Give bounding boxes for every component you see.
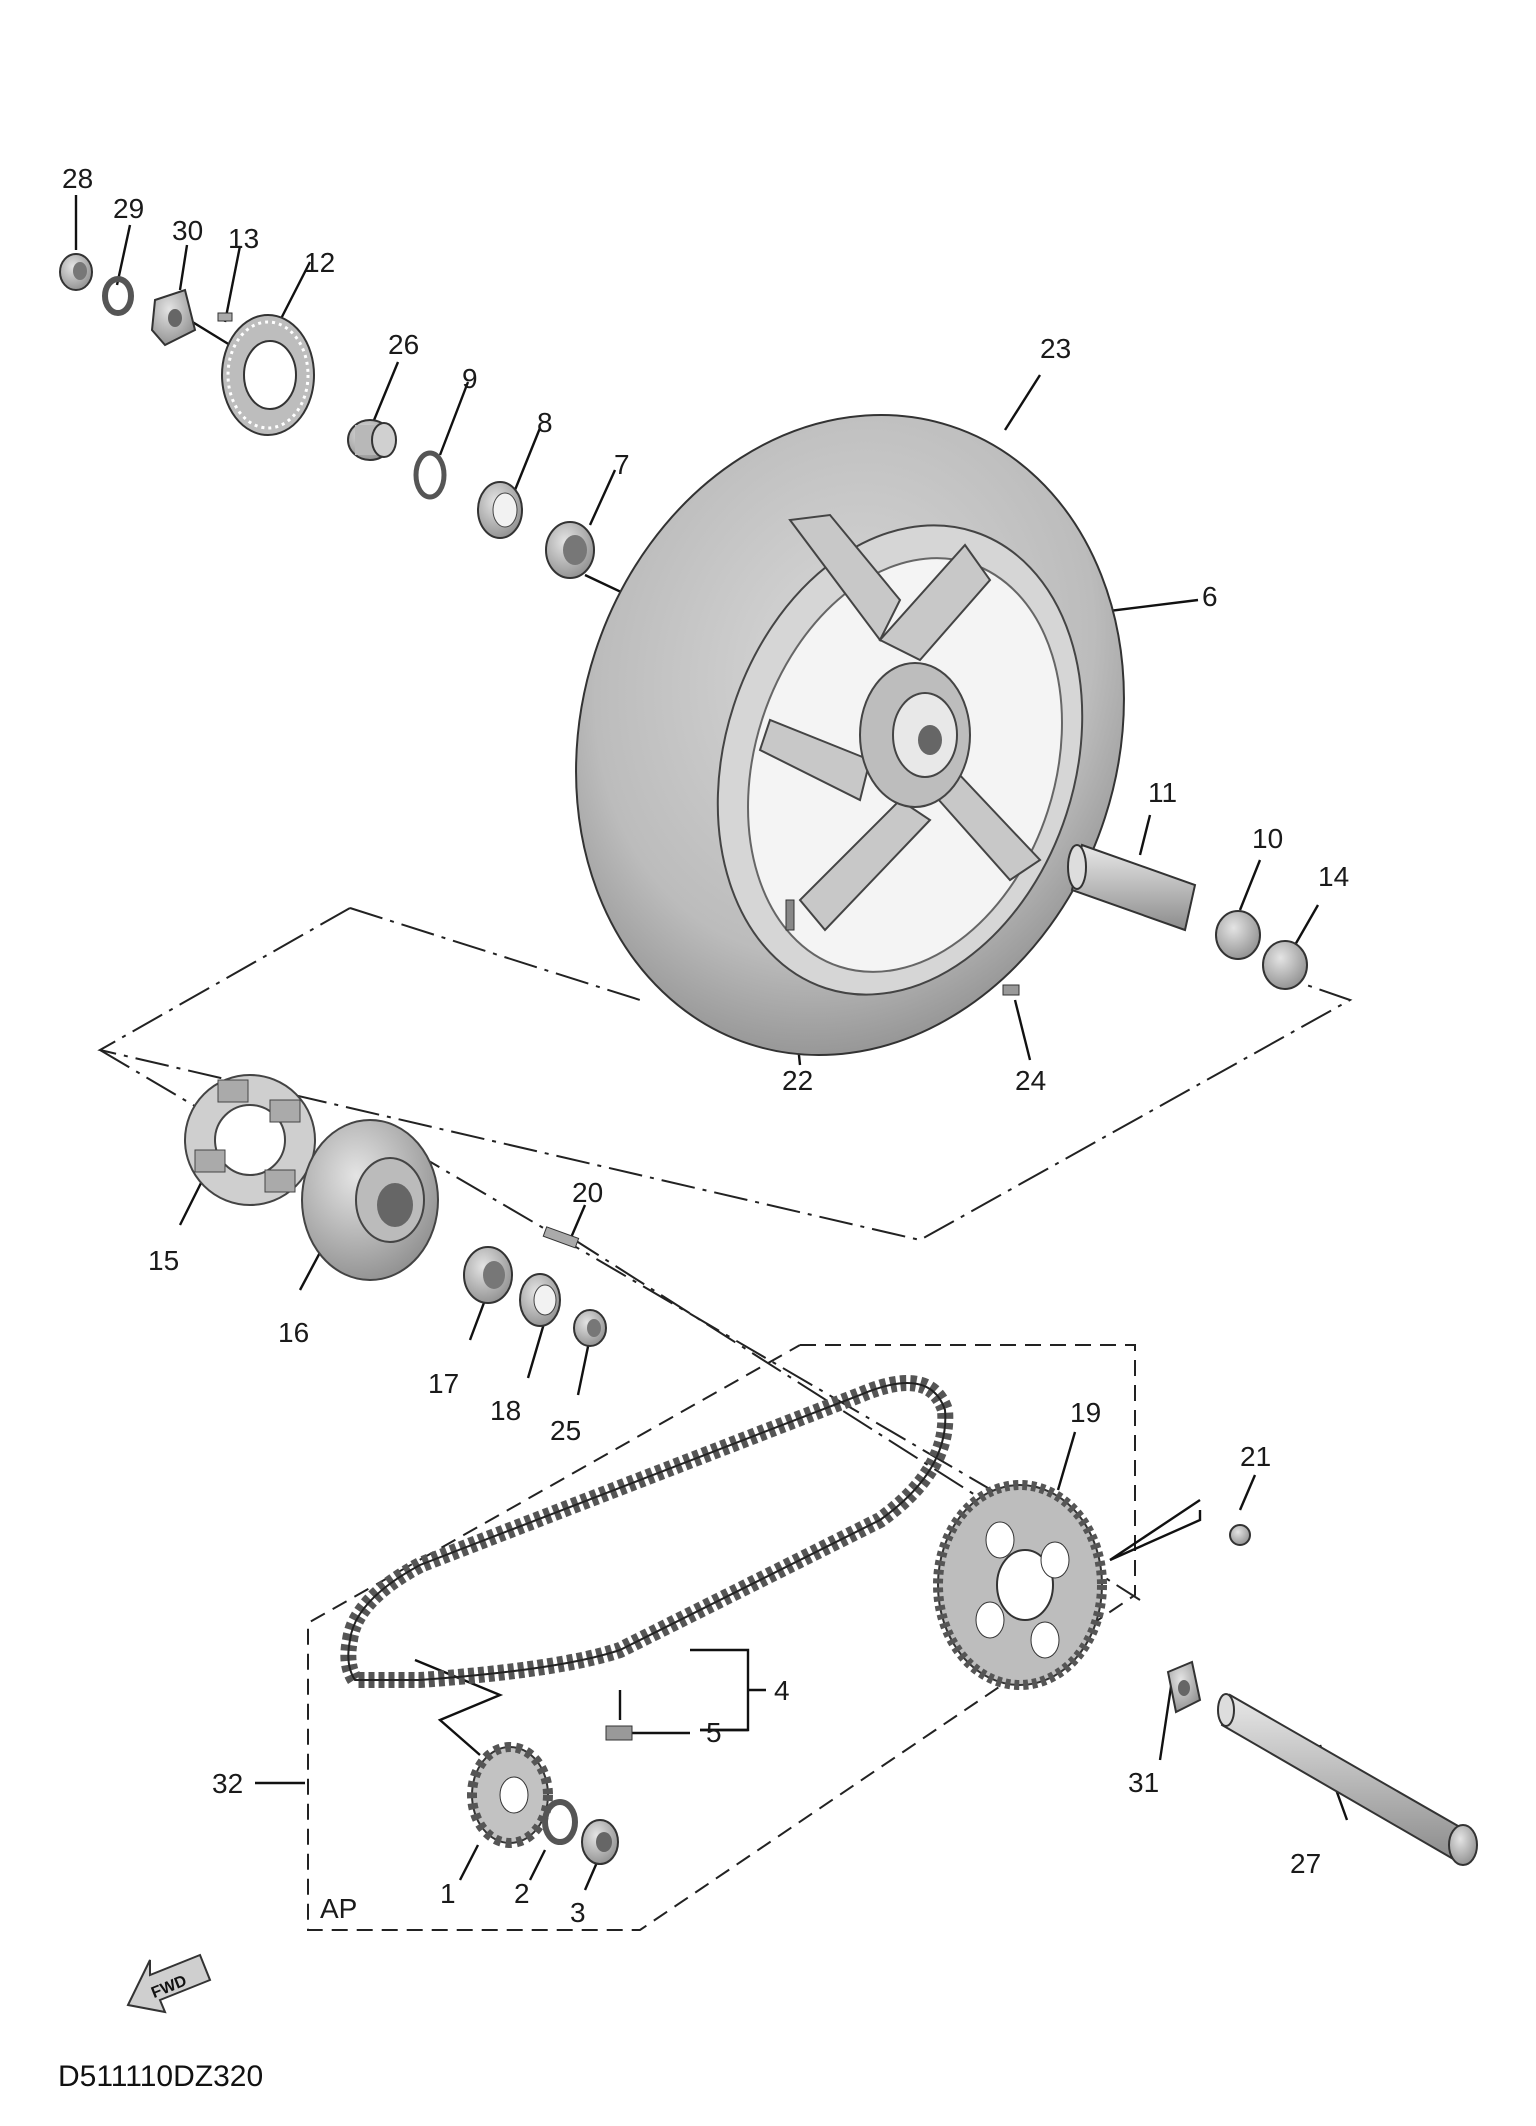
callout-12: 12	[304, 247, 335, 278]
leader-lines	[74, 195, 1349, 1891]
part-24-weight	[1002, 984, 1020, 996]
callout-8: 8	[537, 407, 553, 438]
part-25-collar	[573, 1309, 607, 1347]
part-15-damper	[184, 1074, 316, 1206]
part-19-rear-sprocket	[933, 1480, 1107, 1690]
callout-18: 18	[490, 1395, 521, 1426]
callout-2: 2	[514, 1878, 530, 1909]
part-28-collar	[59, 253, 93, 291]
callout-6: 6	[1202, 581, 1218, 612]
callout-10: 10	[1252, 823, 1283, 854]
callout-30: 30	[172, 215, 203, 246]
callout-19: 19	[1070, 1397, 1101, 1428]
part-21-nut	[1229, 1524, 1251, 1546]
callout-25: 25	[550, 1415, 581, 1446]
part-29-circlip	[102, 276, 134, 316]
callout-21: 21	[1240, 1441, 1271, 1472]
callout-24: 24	[1015, 1065, 1046, 1096]
callout-29: 29	[113, 193, 144, 224]
callout-15: 15	[148, 1245, 179, 1276]
callout-16: 16	[278, 1317, 309, 1348]
part-2-washer	[542, 1799, 578, 1845]
part-31-plate	[1166, 1660, 1202, 1714]
callout-3: 3	[570, 1897, 586, 1928]
callout-11: 11	[1148, 777, 1177, 808]
callout-22: 22	[782, 1065, 813, 1096]
part-10-bearing	[1215, 910, 1261, 960]
callout-20: 20	[572, 1177, 603, 1208]
callout-9: 9	[462, 363, 478, 394]
callout-13: 13	[228, 223, 259, 254]
part-26-bearing	[347, 419, 397, 461]
part-14-collar	[1262, 940, 1308, 990]
part-5-chain-joint	[605, 1725, 633, 1741]
part-9-circlip	[413, 450, 447, 500]
callout-28: 28	[62, 163, 93, 194]
part-20-pin	[542, 1226, 580, 1249]
callout-1: 1	[440, 1878, 456, 1909]
callout-32: 32	[212, 1768, 243, 1799]
part-12-brake-disc	[221, 314, 315, 436]
part-16-sprocket-hub	[301, 1119, 439, 1281]
callout-31: 31	[1128, 1767, 1159, 1798]
fwd-arrow-icon: FWD	[126, 1953, 212, 2014]
part-13-bolt	[217, 312, 233, 322]
part-18-oil-seal	[519, 1273, 561, 1327]
kit-label-ap: AP	[320, 1893, 357, 1924]
callout-23: 23	[1040, 333, 1071, 364]
part-30-plate	[150, 288, 197, 347]
callout-5: 5	[706, 1717, 722, 1748]
callout-27: 27	[1290, 1848, 1321, 1879]
callout-17: 17	[428, 1368, 459, 1399]
diagram-code: D511110DZ320	[58, 2060, 263, 2093]
callout-4: 4	[774, 1675, 790, 1706]
part-3-nut	[581, 1819, 619, 1865]
part-27-axle	[1217, 1693, 1478, 1866]
part-4-drive-chain	[340, 1375, 954, 1688]
callout-26: 26	[388, 329, 419, 360]
callout-7: 7	[614, 449, 630, 480]
part-11-spacer	[1067, 843, 1197, 932]
kit-outline-dashed	[307, 1344, 1136, 1931]
part-22-valve	[785, 899, 795, 931]
part-17-bearing	[463, 1246, 513, 1304]
callout-labels: 28 29 30 13 12 26 9 8 7 23 6 11 10 14 22…	[62, 163, 1349, 1928]
part-1-drive-sprocket	[467, 1742, 553, 1848]
callout-14: 14	[1318, 861, 1349, 892]
part-7-bearing	[545, 521, 595, 579]
part-8-oil-seal	[477, 481, 523, 539]
part-6-wheel-rim	[716, 513, 1084, 996]
